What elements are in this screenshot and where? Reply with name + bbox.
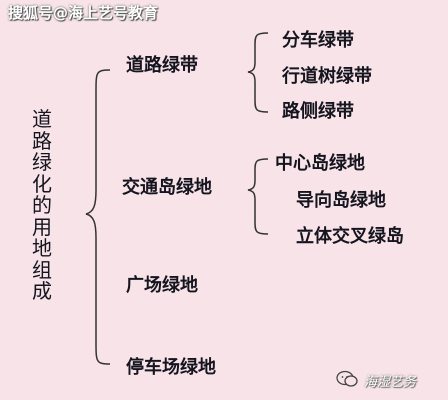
brace-traffic-islands [247, 158, 269, 235]
root-label: 道 路 绿 化 的 用 地 组 成 [30, 107, 54, 303]
item-guide-island: 导向岛绿地 [296, 190, 386, 211]
brace-roadside-belts [247, 32, 269, 113]
root-char: 道 [32, 107, 52, 131]
category-parking-green: 停车场绿地 [126, 357, 216, 378]
root-char: 用 [32, 214, 52, 239]
item-divider-belt: 分车绿带 [282, 30, 354, 51]
footer-brand: 海湿艺务 [364, 375, 417, 390]
root-brace [85, 69, 111, 365]
item-street-tree-belt: 行道树绿带 [282, 66, 372, 87]
footer-logo: 海湿艺务 [336, 367, 444, 393]
item-roadside-belt: 路侧绿带 [282, 101, 354, 122]
wechat-bubble-icon [336, 370, 358, 387]
category-square-green: 广场绿地 [126, 275, 198, 296]
item-interchange-island: 立体交叉绿岛 [296, 226, 404, 247]
watermark: 搜狐号@海上艺号教育 [8, 4, 159, 22]
root-char: 绿 [32, 150, 52, 174]
category-traffic-island-green: 交通岛绿地 [122, 177, 212, 198]
root-char: 组 [32, 257, 52, 282]
root-char: 成 [32, 279, 52, 303]
category-road-belts: 道路绿带 [126, 55, 198, 76]
item-center-island: 中心岛绿地 [275, 153, 365, 174]
root-char: 路 [32, 128, 52, 153]
root-char: 地 [32, 236, 52, 260]
root-char: 化 [32, 171, 52, 196]
root-char: 的 [32, 193, 52, 217]
